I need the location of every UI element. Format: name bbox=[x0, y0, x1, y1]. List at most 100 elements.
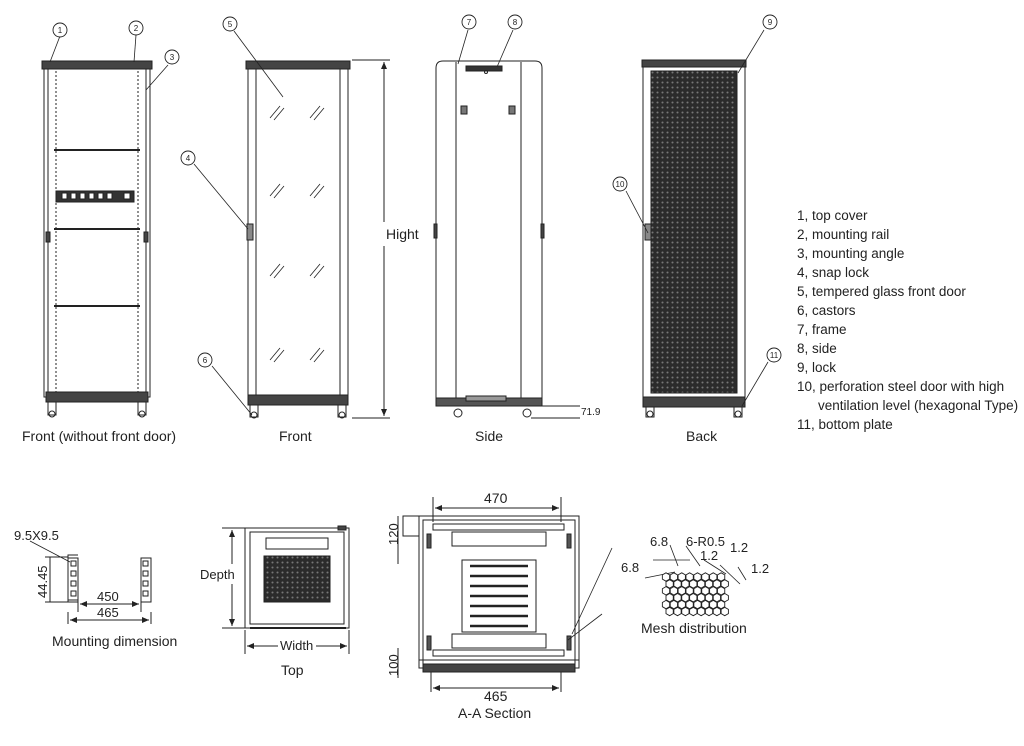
mesh-hexagon bbox=[693, 599, 702, 610]
mesh-hexagon bbox=[681, 592, 690, 603]
callout-circle bbox=[52, 22, 68, 38]
callout-circle bbox=[222, 16, 238, 32]
mesh-hexagon bbox=[704, 579, 714, 589]
mesh-hexagon bbox=[661, 599, 671, 610]
caption-side: Side bbox=[475, 428, 504, 444]
caption-top: Top bbox=[281, 662, 304, 678]
mesh-hexagon bbox=[681, 606, 690, 617]
mesh-hexagon bbox=[720, 579, 729, 589]
mesh-hexagon bbox=[681, 579, 690, 589]
mounting-dimension-view bbox=[29, 540, 152, 624]
caption-mounting-dimension: Mounting dimension bbox=[52, 633, 178, 649]
legend-item: 8, side bbox=[797, 341, 837, 356]
dim-mesh-c: 1.2 bbox=[700, 548, 718, 563]
legend-item: 2, mounting rail bbox=[797, 227, 890, 242]
mesh-hexagon bbox=[673, 579, 682, 589]
callout-circle bbox=[766, 347, 782, 363]
mesh-hexagon bbox=[689, 606, 698, 617]
legend-item: 9, lock bbox=[797, 360, 837, 375]
callout-number: 10 bbox=[616, 180, 625, 189]
mesh-hexagon bbox=[669, 599, 678, 610]
dim-section-back: 100 bbox=[386, 654, 401, 676]
parts-legend: 1, top cover 2, mounting rail 3, mountin… bbox=[797, 206, 1018, 434]
mesh-hexagon bbox=[697, 592, 706, 603]
callout-circle bbox=[507, 14, 523, 30]
dim-mesh-d: 1.2 bbox=[730, 540, 748, 555]
mesh-hexagon bbox=[689, 592, 698, 603]
mesh-hexagon bbox=[712, 579, 721, 589]
dim-mesh-f: 1.2 bbox=[751, 561, 769, 576]
dim-caster-offset: 71.9 bbox=[581, 407, 601, 418]
mesh-hexagon bbox=[701, 572, 710, 582]
dim-mesh-e: 6.8 bbox=[621, 560, 639, 575]
dim-mesh-b: 6-R0.5 bbox=[686, 534, 725, 549]
mesh-hexagon bbox=[673, 606, 682, 617]
dim-hight: Hight bbox=[386, 226, 419, 242]
callout-number: 3 bbox=[170, 53, 175, 62]
callout-leaders bbox=[49, 29, 769, 416]
mesh-hexagon bbox=[669, 586, 678, 596]
mesh-hexagon bbox=[661, 572, 671, 582]
mesh-distribution-view bbox=[644, 544, 747, 585]
mesh-hexagon bbox=[665, 592, 674, 603]
dim-outer-width: 465 bbox=[97, 605, 119, 620]
callout-circle bbox=[164, 49, 180, 65]
dim-section-bottom: 465 bbox=[484, 688, 508, 704]
legend-item: 10, perforation steel door with high bbox=[797, 379, 1005, 394]
callout-circle bbox=[461, 14, 477, 30]
mesh-hexagon bbox=[717, 586, 726, 596]
caption-section: A-A Section bbox=[458, 705, 532, 721]
section-view bbox=[397, 497, 613, 692]
mesh-hexagon bbox=[693, 572, 702, 582]
dim-depth: Depth bbox=[200, 567, 235, 582]
dim-section-front: 120 bbox=[386, 523, 401, 545]
dim-inner-width: 450 bbox=[97, 589, 119, 604]
caption-mesh-distribution: Mesh distribution bbox=[641, 620, 747, 636]
callout-circle bbox=[762, 14, 778, 30]
mesh-hexagon bbox=[673, 592, 682, 603]
mesh-hexagon bbox=[712, 592, 721, 603]
mesh-hexagon bbox=[704, 606, 714, 617]
mesh-hexagon bbox=[717, 599, 726, 610]
callout-number: 2 bbox=[134, 24, 139, 33]
dim-width: Width bbox=[280, 638, 313, 653]
callout-number: 1 bbox=[58, 26, 63, 35]
mesh-hexagon bbox=[717, 572, 726, 582]
callout-circle bbox=[197, 352, 213, 368]
mesh-hexagon bbox=[685, 599, 694, 610]
dimension-labels: Hight 71.9 9.5X9.5 44.45 450 465 Depth W… bbox=[14, 226, 769, 704]
legend-item: ventilation level (hexagonal Type) bbox=[818, 398, 1019, 413]
mesh-hexagon bbox=[720, 606, 729, 617]
back-view bbox=[641, 59, 747, 418]
callout-number: 7 bbox=[467, 18, 472, 27]
caption-front-without-door: Front (without front door) bbox=[22, 428, 177, 444]
mesh-hexagon bbox=[693, 586, 702, 596]
mesh-hexagon bbox=[701, 586, 710, 596]
mesh-hexagon bbox=[720, 592, 729, 603]
callout-circle bbox=[180, 150, 196, 166]
mesh-hexagon bbox=[697, 579, 706, 589]
mesh-hexagon bbox=[704, 592, 714, 603]
callout-circle bbox=[612, 176, 628, 192]
callout-number: 11 bbox=[770, 351, 779, 360]
front-without-door-view bbox=[41, 60, 153, 418]
caption-front: Front bbox=[279, 428, 312, 444]
mesh-hexagon bbox=[712, 606, 721, 617]
mesh-hexagon bbox=[709, 599, 718, 610]
mesh-hexagon bbox=[709, 586, 718, 596]
legend-item: 5, tempered glass front door bbox=[797, 284, 966, 299]
mesh-hexagon bbox=[677, 586, 686, 596]
mesh-hexagon bbox=[661, 586, 671, 596]
mesh-hexagon bbox=[685, 586, 694, 596]
mesh-hexagon bbox=[709, 572, 718, 582]
mesh-hex-cluster bbox=[661, 572, 729, 617]
dim-hole: 9.5X9.5 bbox=[14, 528, 59, 543]
mesh-hexagon bbox=[677, 599, 686, 610]
mesh-hexagon bbox=[669, 572, 678, 582]
legend-item: 7, frame bbox=[797, 322, 847, 337]
mesh-hexagon bbox=[665, 579, 674, 589]
callout-number: 4 bbox=[186, 154, 191, 163]
